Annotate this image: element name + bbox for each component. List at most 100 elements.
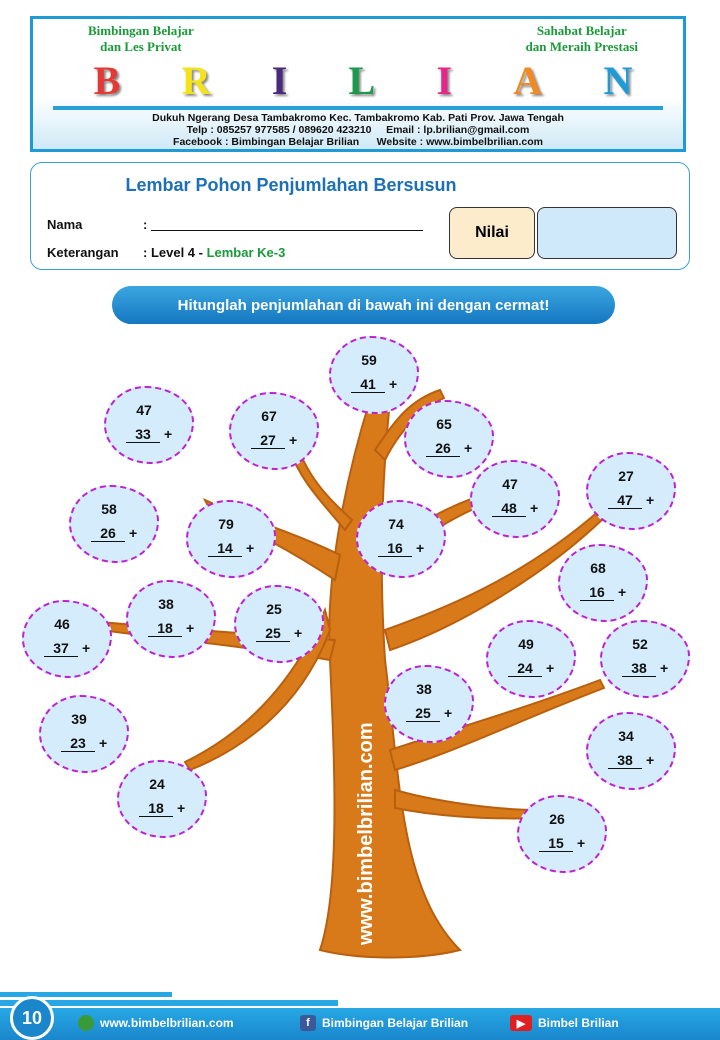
youtube-icon: ▶ (510, 1015, 532, 1031)
addend-bottom: 18 (148, 620, 182, 637)
addition-problem: 47 33+ (104, 386, 194, 464)
plus-sign: + (464, 440, 473, 456)
addend-bottom: 25 (256, 625, 290, 642)
plus-sign: + (646, 752, 655, 768)
page-number: 10 (10, 996, 54, 1040)
plus-sign: + (289, 432, 298, 448)
globe-icon (78, 1015, 94, 1031)
addend-bottom: 18 (139, 800, 173, 817)
name-label: Nama (47, 217, 83, 232)
addend-top: 39 (71, 711, 87, 727)
addition-problem: 27 47+ (586, 452, 676, 530)
plus-sign: + (530, 500, 539, 516)
addend-top: 74 (388, 516, 404, 532)
footer (0, 1008, 720, 1040)
addition-problem: 38 25+ (384, 665, 474, 743)
plus-sign: + (660, 660, 669, 676)
contact-info: Dukuh Ngerang Desa Tambakromo Kec. Tamba… (152, 112, 564, 148)
addend-bottom: 16 (580, 584, 614, 601)
note-label: Keterangan (47, 245, 119, 260)
plus-sign: + (294, 625, 303, 641)
instruction: Hitunglah penjumlahan di bawah ini denga… (112, 286, 615, 324)
addend-bottom: 48 (492, 500, 526, 517)
addend-bottom: 14 (208, 540, 242, 557)
footer-line (0, 992, 172, 997)
logo-letter: I (436, 58, 453, 103)
info-box: Lembar Pohon Penjumlahan Bersusun Nama :… (30, 162, 690, 270)
addition-problem: 24 18+ (117, 760, 207, 838)
addend-bottom: 25 (406, 705, 440, 722)
addend-bottom: 26 (426, 440, 460, 457)
addend-bottom: 41 (351, 376, 385, 393)
addend-top: 38 (416, 681, 432, 697)
footer-youtube[interactable]: ▶Bimbel Brilian (510, 1015, 619, 1031)
footer-website[interactable]: www.bimbelbrilian.com (78, 1015, 234, 1031)
addend-top: 25 (266, 601, 282, 617)
addend-top: 49 (518, 636, 534, 652)
logo-letter: A (513, 58, 543, 103)
logo-letter: N (603, 58, 633, 103)
colon: : (143, 217, 148, 232)
addend-top: 47 (502, 476, 518, 492)
addend-bottom: 16 (378, 540, 412, 557)
note-value: : Level 4 - Lembar Ke-3 (143, 245, 286, 260)
addend-top: 34 (618, 728, 634, 744)
addition-problem: 34 38+ (586, 712, 676, 790)
addend-top: 47 (136, 402, 152, 418)
plus-sign: + (99, 735, 108, 751)
footer-line (0, 1000, 338, 1006)
plus-sign: + (129, 525, 138, 541)
addition-problem: 58 26+ (69, 485, 159, 563)
addition-problem: 79 14+ (186, 500, 276, 578)
addend-top: 68 (590, 560, 606, 576)
plus-sign: + (389, 376, 398, 392)
addend-top: 38 (158, 596, 174, 612)
page-title: Lembar Pohon Penjumlahan Bersusun (125, 175, 457, 195)
addend-bottom: 27 (251, 432, 285, 449)
addend-top: 79 (218, 516, 234, 532)
addend-bottom: 23 (61, 735, 95, 752)
plus-sign: + (444, 705, 453, 721)
trunk-text: www.bimbelbrilian.com (355, 722, 377, 946)
plus-sign: + (246, 540, 255, 556)
plus-sign: + (546, 660, 555, 676)
plus-sign: + (177, 800, 186, 816)
addend-bottom: 33 (126, 426, 160, 443)
name-field[interactable] (151, 230, 423, 231)
addend-top: 58 (101, 501, 117, 517)
addend-top: 67 (261, 408, 277, 424)
plus-sign: + (82, 640, 91, 656)
plus-sign: + (416, 540, 425, 556)
logo-letter: B (93, 58, 121, 103)
addend-bottom: 24 (508, 660, 542, 677)
addend-bottom: 38 (608, 752, 642, 769)
addition-problem: 67 27+ (229, 392, 319, 470)
plus-sign: + (646, 492, 655, 508)
plus-sign: + (577, 835, 586, 851)
plus-sign: + (186, 620, 195, 636)
addend-top: 27 (618, 468, 634, 484)
logo-letter: I (271, 58, 288, 103)
addition-problem: 39 23+ (39, 695, 129, 773)
addend-top: 26 (549, 811, 565, 827)
plus-sign: + (164, 426, 173, 442)
addend-bottom: 38 (622, 660, 656, 677)
logo-letter: R (181, 58, 211, 103)
addition-problem: 38 18+ (126, 580, 216, 658)
addend-bottom: 47 (608, 492, 642, 509)
addend-bottom: 26 (91, 525, 125, 542)
addend-top: 24 (149, 776, 165, 792)
addition-problem: 74 16+ (356, 500, 446, 578)
score-field[interactable] (537, 207, 677, 259)
addition-problem: 47 48+ (470, 460, 560, 538)
